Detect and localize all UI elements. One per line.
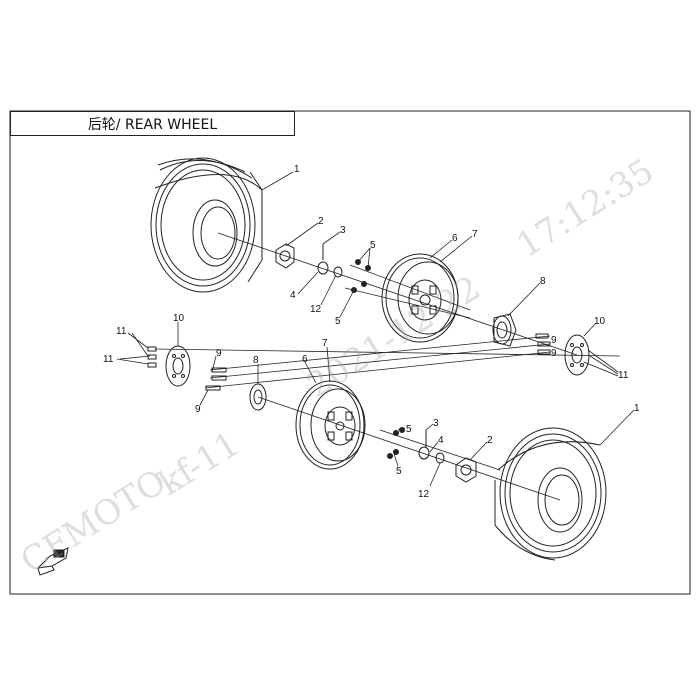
callout-8-upper: 8 <box>540 276 546 287</box>
callout-5-lower-a: 5 <box>406 424 412 435</box>
tire-lower <box>494 427 607 561</box>
leader-lines <box>116 171 635 487</box>
callout-5-upper-a: 5 <box>370 240 376 251</box>
rim-upper <box>381 253 459 343</box>
callout-11-left-b: 11 <box>103 354 114 365</box>
bolts-left-11 <box>147 346 157 368</box>
callout-4-upper: 4 <box>290 290 296 301</box>
callout-9-upper-b: 9 <box>551 348 557 359</box>
callout-10-left: 10 <box>173 313 185 324</box>
callout-2-lower: 2 <box>487 435 493 446</box>
callout-9-upper-a: 9 <box>551 335 557 346</box>
axle-lines <box>154 232 621 501</box>
callout-3-lower: 3 <box>433 418 439 429</box>
callout-6-upper: 6 <box>452 233 458 244</box>
title-box: 后轮/ REAR WHEEL <box>10 111 295 136</box>
callout-5-lower-b: 5 <box>396 466 402 477</box>
callout-9-left-a: 9 <box>216 348 222 359</box>
callout-2-upper: 2 <box>318 216 324 227</box>
callout-7-upper: 7 <box>472 229 478 240</box>
diagram-border <box>9 110 691 595</box>
brake-disc-left <box>165 345 191 387</box>
callout-11-upper: 11 <box>618 370 629 381</box>
callout-7-lower: 7 <box>322 338 328 349</box>
callout-6-lower: 6 <box>302 354 308 365</box>
callout-10-upper: 10 <box>594 316 606 327</box>
nut-washer-upper <box>317 244 343 278</box>
callout-11-left-a: 11 <box>116 326 127 337</box>
callout-12-lower: 12 <box>418 489 430 500</box>
page-title: 后轮/ REAR WHEEL <box>87 116 218 133</box>
callout-5-upper-b: 5 <box>335 316 341 327</box>
hub-upper <box>492 313 517 347</box>
direction-arrow-icon <box>36 547 69 576</box>
callout-1-lower: 1 <box>634 403 640 414</box>
callout-labels: 1 2 3 4 5 5 6 7 8 10 9 9 11 12 11 11 10 … <box>103 164 640 500</box>
callout-3-upper: 3 <box>340 225 346 236</box>
lug-nuts-lower <box>387 427 405 459</box>
callout-4-lower: 4 <box>438 435 444 446</box>
rim-lower <box>295 380 366 470</box>
callout-12-upper: 12 <box>310 304 322 315</box>
callout-9-left-b: 9 <box>195 404 201 415</box>
hub-cap-upper <box>275 243 295 269</box>
tire-upper <box>150 157 263 293</box>
callout-8-lower: 8 <box>253 355 259 366</box>
callout-1-upper: 1 <box>294 164 300 175</box>
